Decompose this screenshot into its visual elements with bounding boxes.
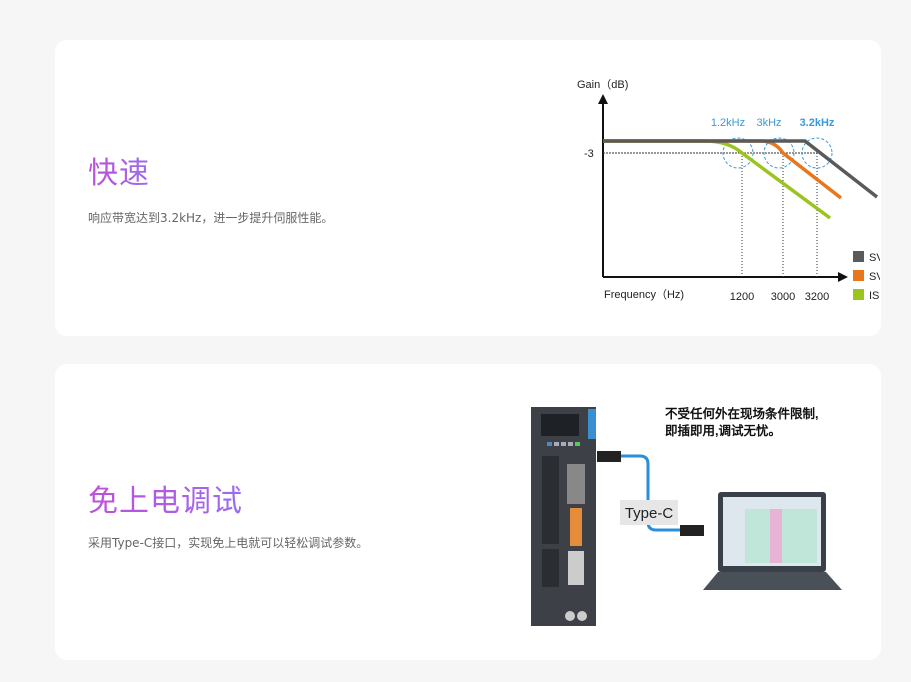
- legend-label: SV660: [869, 271, 880, 283]
- x-axis-label: Frequency（Hz): [604, 288, 684, 301]
- diagram-caption-line1: 不受任何外在现场条件限制,: [665, 406, 818, 421]
- legend-swatch-sv670: [853, 251, 864, 262]
- cutoff-annotation: 3.2kHz: [800, 117, 835, 129]
- diagram-caption-line2: 即插即用,调试无忧。: [665, 423, 781, 438]
- legend-swatch-sv660: [853, 270, 864, 281]
- debug-card: 免上电调试 采用Type-C接口，实现免上电就可以轻松调试参数。 Type-C …: [55, 364, 881, 660]
- usb-plug-drive: [597, 451, 621, 462]
- section-title: 免上电调试: [88, 476, 243, 520]
- laptop-image: [703, 492, 842, 590]
- legend-swatch-is620: [853, 289, 864, 300]
- legend-label: SV670: [869, 252, 880, 264]
- section-description: 响应带宽达到3.2kHz，进一步提升伺服性能。: [88, 211, 334, 225]
- x-tick-label: 1200: [730, 291, 754, 303]
- cutoff-annotation: 1.2kHz: [711, 117, 745, 129]
- legend-label: IS620: [869, 290, 880, 302]
- x-tick-label: 3000: [771, 291, 795, 303]
- bandwidth-chart: Gain（dB) Frequency（Hz) -3 1200 1.2kHz 3000 3kH…: [577, 78, 880, 303]
- usb-plug-laptop: [680, 525, 704, 536]
- y-tick-label: -3: [584, 148, 594, 160]
- cutoff-circle: [801, 137, 833, 169]
- x-axis-arrow: [838, 272, 848, 282]
- cutoff-circle: [722, 137, 754, 169]
- usb-cable: [620, 454, 680, 532]
- series-line-sv670: [603, 139, 879, 199]
- cutoff-circle: [763, 137, 795, 169]
- fast-card: 快速 响应带宽达到3.2kHz，进一步提升伺服性能。 Gain（dB) Frequ…: [55, 40, 881, 336]
- section-title: 快速: [88, 148, 150, 192]
- cutoff-annotation: 3kHz: [756, 117, 781, 129]
- y-axis-label: Gain（dB): [577, 78, 628, 91]
- y-axis-arrow: [598, 94, 608, 104]
- servo-drive-image: [531, 407, 596, 626]
- typec-diagram: Type-C 不受任何外在现场条件限制, 即插即用,调试无忧。: [531, 406, 842, 626]
- section-description: 采用Type-C接口，实现免上电就可以轻松调试参数。: [88, 536, 369, 550]
- x-tick-label: 3200: [805, 291, 829, 303]
- cable-label-box: [620, 500, 678, 525]
- cable-label: Type-C: [625, 505, 674, 522]
- series-line-sv660: [603, 139, 843, 200]
